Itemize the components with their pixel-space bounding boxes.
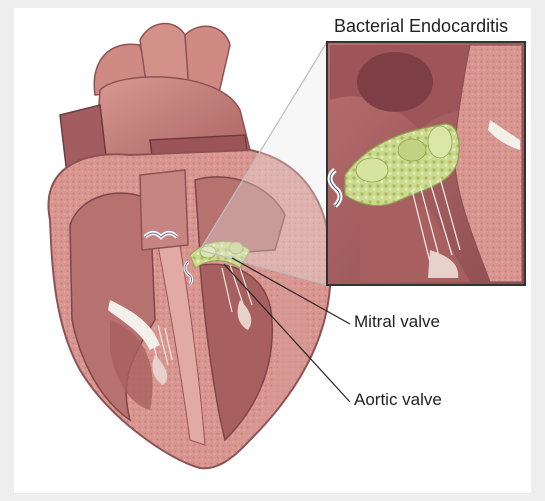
- mitral-valve-label: Mitral valve: [354, 312, 440, 332]
- inset-title: Bacterial Endocarditis: [334, 16, 508, 37]
- inset-magnified-view: [327, 42, 525, 285]
- aortic-valve-label: Aortic valve: [354, 390, 442, 410]
